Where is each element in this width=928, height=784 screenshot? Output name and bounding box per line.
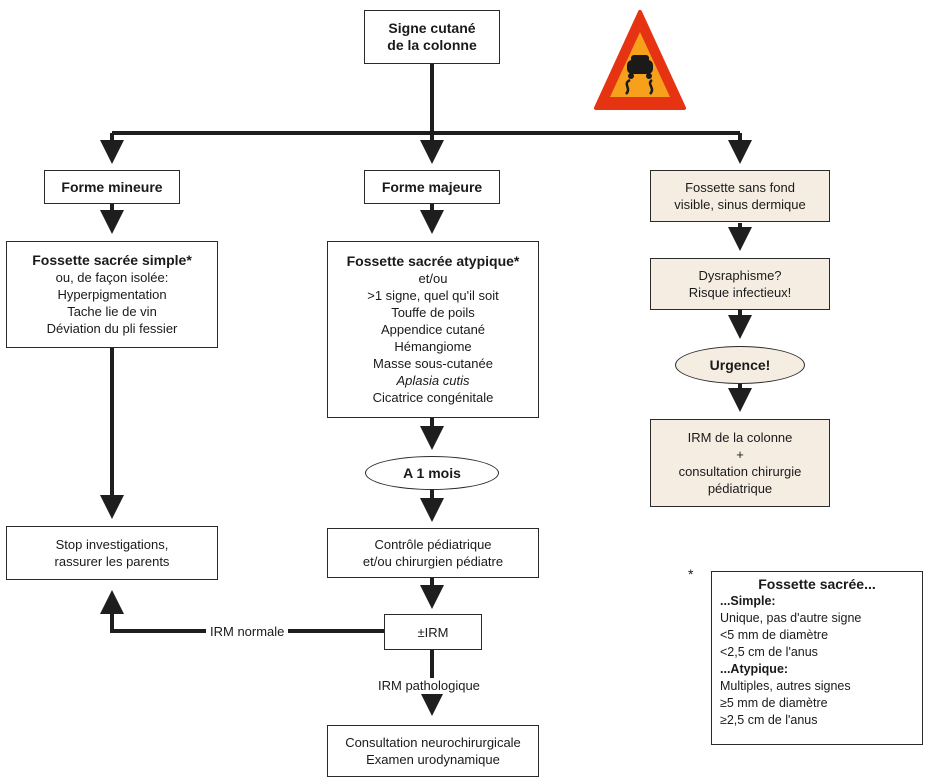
node-simple-title: Fossette sacrée simple* [32, 252, 192, 268]
node-minor: Forme mineure [44, 170, 180, 204]
node-root: Signe cutané de la colonne [364, 10, 500, 64]
legend-line: Unique, pas d'autre signe [720, 611, 862, 625]
node-mri: ±IRM [384, 614, 482, 650]
node-atypical-title: Fossette sacrée atypique* [346, 253, 520, 269]
node-root-line: Signe cutané [388, 20, 476, 36]
node-urgency: Urgence! [675, 346, 805, 384]
legend-line: Multiples, autres signes [720, 679, 851, 693]
edge-mri-stop [100, 590, 384, 633]
node-mri-spine: IRM de la colonne + consultation chirurg… [650, 419, 830, 507]
node-major: Forme majeure [364, 170, 500, 204]
slippery-road-warning-icon [594, 10, 686, 110]
legend-marker: * [688, 566, 694, 582]
label-mri-normal: IRM normale [206, 624, 289, 640]
legend-line: ≥2,5 cm de l'anus [720, 713, 818, 727]
node-atypical: Fossette sacrée atypique* et/ou >1 signe… [327, 241, 539, 418]
label-mri-pathological: IRM pathologique [374, 678, 484, 694]
node-root-line: de la colonne [387, 37, 477, 53]
node-sinus: Fossette sans fond visible, sinus dermiq… [650, 170, 830, 222]
legend-atypical-heading: ...Atypique: [720, 662, 789, 676]
legend-line: <5 mm de diamètre [720, 628, 829, 642]
node-control: Contrôle pédiatrique et/ou chirurgien pé… [327, 528, 539, 578]
node-simple: Fossette sacrée simple* ou, de façon iso… [6, 241, 218, 348]
legend-line: ≥5 mm de diamètre [720, 696, 828, 710]
node-one-month: A 1 mois [365, 456, 499, 490]
node-stop: Stop investigations, rassurer les parent… [6, 526, 218, 580]
legend-simple-heading: ...Simple: [720, 594, 776, 608]
legend-box: Fossette sacrée... ...Simple: Unique, pa… [711, 571, 923, 745]
node-neuro: Consultation neurochirurgicale Examen ur… [327, 725, 539, 777]
legend-line: <2,5 cm de l'anus [720, 645, 818, 659]
node-dysraphism: Dysraphisme? Risque infectieux! [650, 258, 830, 310]
legend-title: Fossette sacrée... [758, 576, 876, 592]
